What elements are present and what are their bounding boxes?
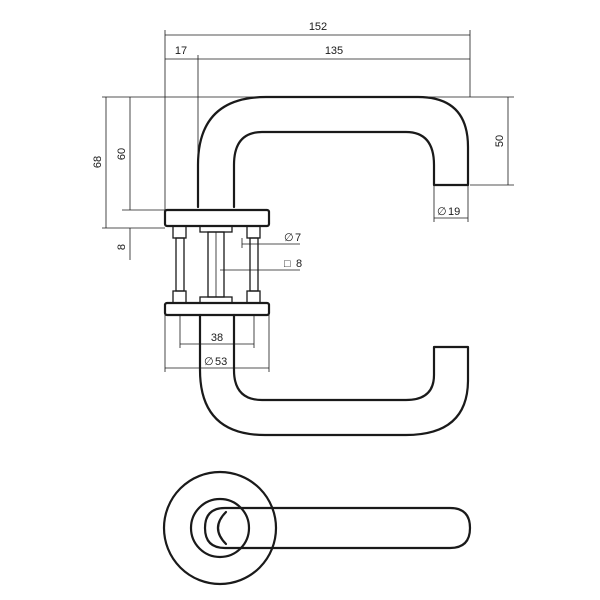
dim-height-handle: 60: [116, 148, 128, 160]
lever-neck-arc: [216, 510, 228, 546]
left-screw: [172, 225, 187, 304]
top-handle-outer-contour: [196, 95, 470, 209]
upper-rose-plate: [163, 208, 271, 228]
dim-screw-diameter: 7: [295, 232, 301, 244]
top-view: [162, 470, 472, 586]
dim-spindle-size: 8: [296, 258, 302, 270]
dim-screw-diameter-symbol: ∅: [284, 232, 294, 244]
dim-height-total: 68: [92, 156, 104, 168]
dim-overall-length: 152: [309, 21, 327, 33]
dim-rose-thickness: 8: [116, 244, 128, 250]
dim-grip-diameter-symbol: ∅: [437, 206, 447, 218]
spindle: [199, 225, 233, 304]
dim-inner-width: 38: [211, 332, 223, 344]
right-screw: [246, 225, 261, 304]
bottom-handle-outer-contour: [198, 313, 470, 437]
dim-spindle-symbol: □: [284, 258, 291, 270]
lever-top-view: [203, 506, 472, 550]
rose-assembly: [163, 208, 271, 317]
dim-handle-length: 135: [325, 45, 343, 57]
top-handle-profile: [196, 95, 470, 209]
lower-rose-plate: [163, 301, 271, 317]
bottom-handle-profile: [198, 313, 470, 437]
rose-outer-circle: [162, 470, 278, 586]
dim-grip-height: 50: [494, 135, 506, 147]
rose-inner-circle: [189, 497, 251, 559]
dim-rose-diameter: 53: [215, 356, 227, 368]
dim-rose-offset: 17: [175, 45, 187, 57]
dimension-lines: [102, 30, 514, 372]
dimension-labels: 152 17 135 68 60 8 50 ∅ 19 ∅ 7 □ 8 38 ∅ …: [92, 21, 506, 368]
dim-grip-diameter: 19: [448, 206, 460, 218]
dim-rose-diameter-symbol: ∅: [204, 356, 214, 368]
